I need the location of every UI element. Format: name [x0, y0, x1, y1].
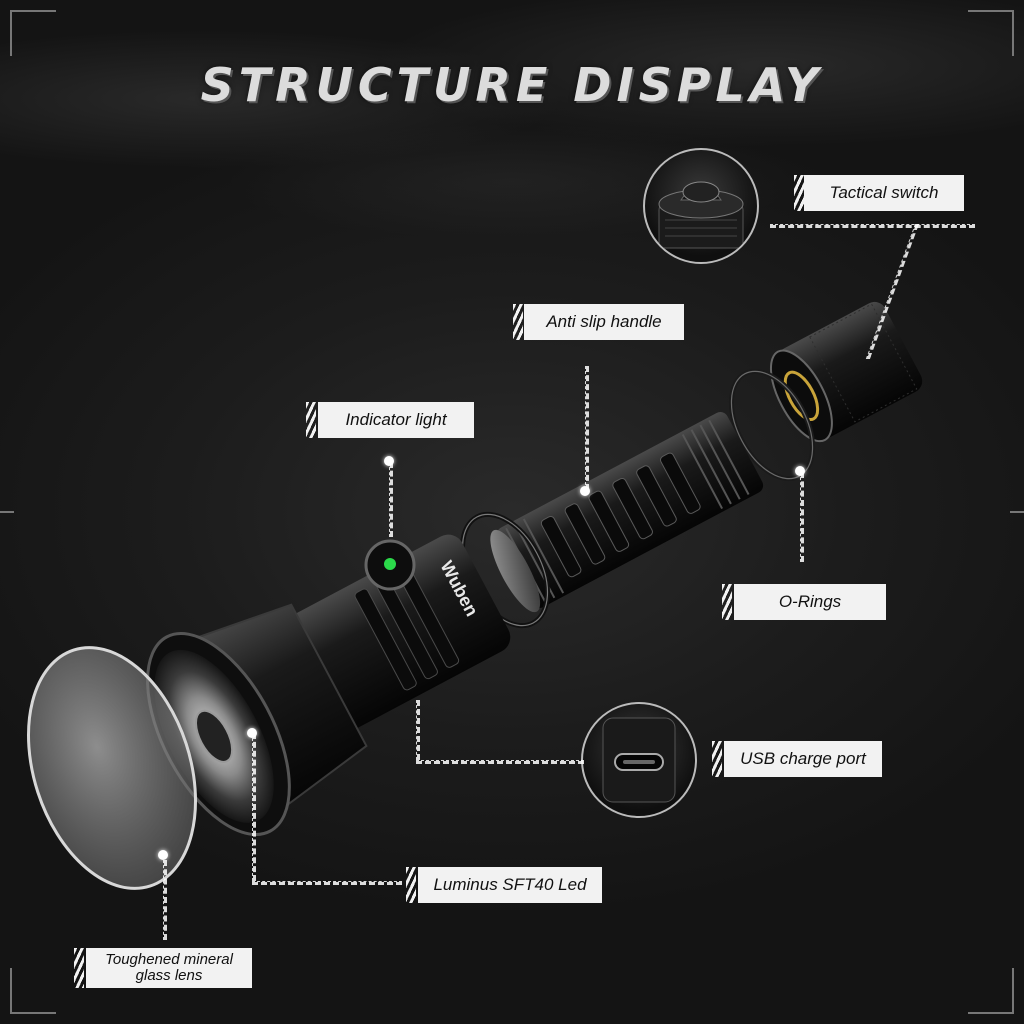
indicator-light-led: [384, 558, 396, 570]
label-tactical-switch: Tactical switch: [804, 175, 964, 211]
leader-anti-slip: [585, 366, 589, 490]
label-usb-charge-port-text: USB charge port: [740, 748, 866, 768]
corner-frame-bottom-left: [10, 968, 56, 1014]
label-indicator-light: Indicator light: [318, 402, 474, 438]
label-lens: Toughened mineral glass lens: [86, 948, 252, 988]
label-indicator-light-text: Indicator light: [345, 409, 447, 429]
leader-usb: [416, 700, 420, 760]
label-stripes: [74, 948, 84, 988]
dot-anti-slip: [580, 486, 590, 496]
dot-led: [247, 728, 257, 738]
tactical-switch-closeup-icon: [643, 148, 759, 264]
leader-tactical-switch: [770, 224, 975, 228]
corner-frame-top-right: [968, 10, 1014, 56]
leader-o-rings: [800, 472, 804, 562]
label-o-rings: O-Rings: [734, 584, 886, 620]
edge-tick-right: [1010, 511, 1024, 513]
dot-o-rings: [795, 466, 805, 476]
label-stripes: [513, 304, 523, 340]
leader-indicator: [389, 462, 393, 537]
label-stripes: [406, 867, 416, 903]
usb-c-port-closeup-icon: [581, 702, 697, 818]
leader-led-h: [252, 881, 402, 885]
label-stripes: [722, 584, 732, 620]
dot-lens: [158, 850, 168, 860]
edge-tick-left: [0, 511, 14, 513]
tail-cap: [769, 301, 923, 443]
glass-lens: [27, 646, 197, 890]
label-usb-charge-port: USB charge port: [724, 741, 882, 777]
label-anti-slip-handle: Anti slip handle: [524, 304, 684, 340]
label-led: Luminus SFT40 Led: [418, 867, 602, 903]
label-stripes: [794, 175, 804, 211]
label-led-text: Luminus SFT40 Led: [433, 874, 587, 894]
corner-frame-top-left: [10, 10, 56, 56]
leader-usb-h: [416, 760, 584, 764]
label-stripes: [306, 402, 316, 438]
label-lens-text: Toughened mineral glass lens: [105, 950, 233, 984]
label-stripes: [712, 741, 722, 777]
label-tactical-switch-text: Tactical switch: [829, 182, 939, 202]
leader-lens: [163, 860, 167, 940]
flashlight-head: [146, 534, 511, 836]
corner-frame-bottom-right: [968, 968, 1014, 1014]
label-o-rings-text: O-Rings: [778, 591, 842, 611]
label-anti-slip-handle-text: Anti slip handle: [546, 311, 662, 331]
page-title: STRUCTURE DISPLAY: [200, 58, 824, 112]
grunge-texture: [0, 0, 1024, 330]
dot-indicator: [384, 456, 394, 466]
leader-led: [252, 733, 256, 881]
